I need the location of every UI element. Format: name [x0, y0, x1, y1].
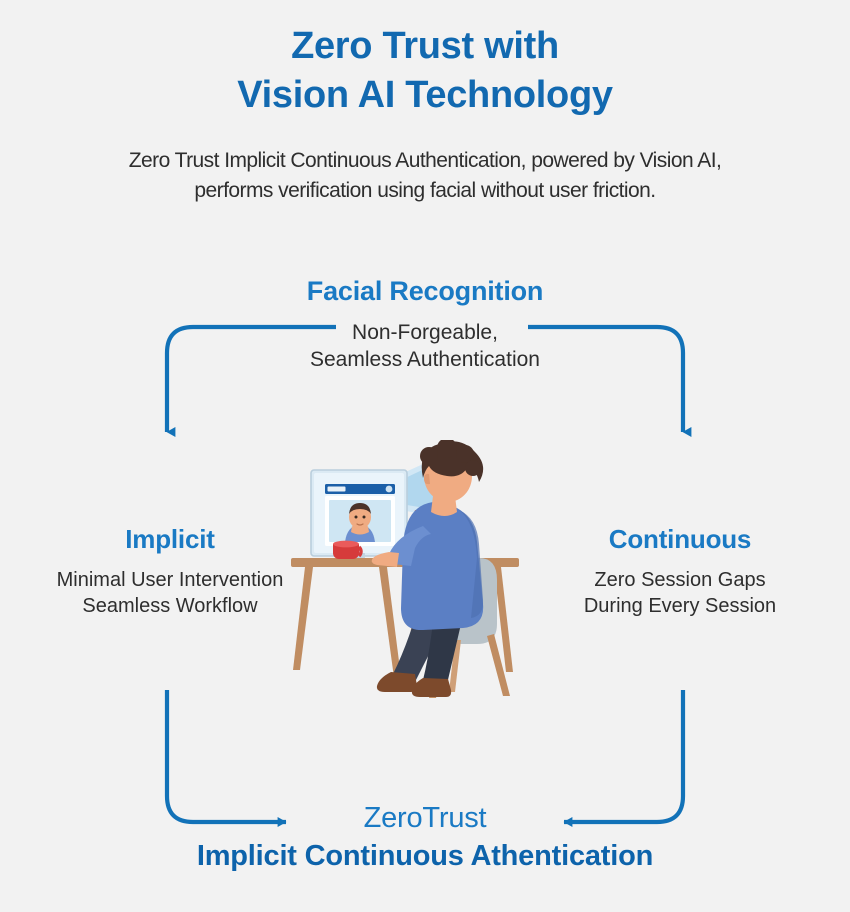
node-heading-implicit: Implicit	[125, 524, 215, 554]
page-title-line-2: Vision AI Technology	[237, 73, 613, 116]
monitor	[310, 469, 408, 558]
node-subheading-zerotrust: Implicit Continuous Athentication	[196, 840, 654, 872]
node-heading-zerotrust: ZeroTrust	[363, 802, 487, 834]
person-leg-back	[423, 622, 461, 684]
node-desc-continuous-line-2: During Every Session	[583, 594, 777, 617]
person-shoe-back	[411, 678, 452, 697]
page-subtitle-line-2: performs verification using facial witho…	[194, 179, 656, 203]
page-subtitle: Zero Trust Implicit Continuous Authentic…	[0, 146, 850, 207]
node-desc-facial-line-1: Non-Forgeable,	[352, 321, 498, 344]
node-heading-continuous: Continuous	[608, 524, 752, 554]
node-desc-implicit-line-1: Minimal User Intervention	[56, 569, 284, 591]
coffee-mug	[333, 540, 363, 559]
node-desc-continuous-line-1: Zero Session Gaps	[594, 569, 766, 591]
desk-workstation-illustration	[291, 440, 519, 698]
node-desc-implicit: Minimal User Intervention Seamless Workf…	[0, 568, 340, 619]
person-seated	[371, 440, 484, 697]
node-desc-continuous: Zero Session Gaps During Every Session	[510, 568, 850, 619]
node-desc-facial-recognition: Non-Forgeable, Seamless Authentication	[225, 320, 625, 374]
person-hand	[371, 552, 399, 567]
node-desc-implicit-line-2: Seamless Workflow	[82, 594, 258, 617]
page-subtitle-line-1: Zero Trust Implicit Continuous Authentic…	[128, 149, 722, 172]
node-heading-facial-recognition: Facial Recognition	[306, 276, 544, 306]
page-title-line-1: Zero Trust with	[291, 25, 559, 67]
person-shoe-front	[376, 672, 417, 692]
page-title: Zero Trust with Vision AI Technology	[0, 22, 850, 119]
monitor-face-thumbnail	[345, 503, 375, 542]
person-arm	[388, 526, 431, 566]
node-desc-facial-line-2: Seamless Authentication	[310, 347, 540, 371]
